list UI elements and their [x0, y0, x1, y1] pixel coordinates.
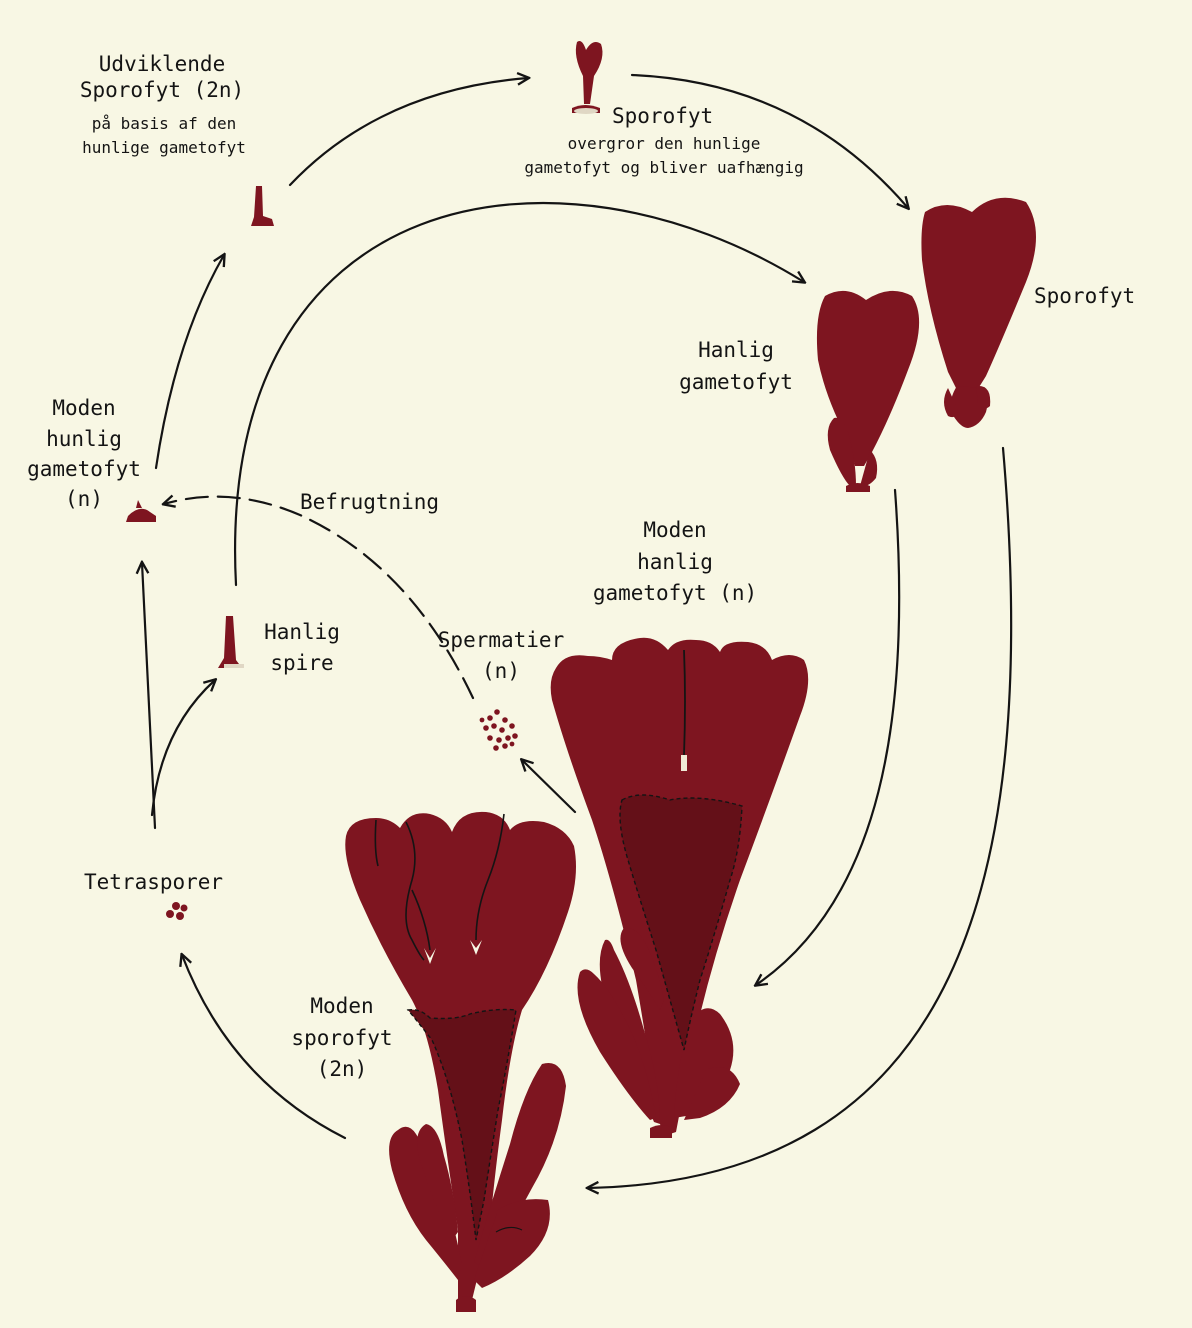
label-mature-female-2: hunlig: [14, 427, 154, 453]
label-male-sprout-2: spire: [254, 651, 350, 677]
label-mature-male-3: gametofyt (n): [578, 581, 772, 607]
label-spermatia-1: Spermatier: [428, 628, 574, 654]
label-male-sprout: Hanlig spire: [254, 620, 350, 676]
label-male-sprout-1: Hanlig: [254, 620, 350, 646]
label-mature-sporophyte-3: (2n): [280, 1057, 404, 1083]
label-developing-title-2: Sporofyt (2n): [60, 78, 264, 104]
label-sporophyte-right: Sporofyt: [1034, 284, 1154, 310]
label-developing-title-1: Udviklende: [90, 52, 234, 78]
tetraspores-dots: [166, 902, 188, 920]
label-sporophyte-top-subtitle: overgror den hunlige gametofyt og bliver…: [492, 132, 836, 180]
label-mature-sporophyte-2: sporofyt: [280, 1026, 404, 1052]
arrow-tetraspores-to-sprout: [152, 680, 215, 815]
label-mature-male-1: Moden: [578, 518, 772, 544]
male-sprout: [218, 616, 244, 668]
label-developing-sub-2: hunlige gametofyt: [58, 136, 270, 160]
mature-male-gametophyte-large: [551, 638, 809, 1138]
young-sporophyte-small: [572, 41, 602, 114]
label-male-gametophyte-2: gametofyt: [668, 370, 804, 396]
sporophyte-large-right: [921, 198, 1036, 428]
label-mature-female-1: Moden: [14, 396, 154, 422]
label-mature-sporophyte: Moden sporofyt (2n): [280, 994, 404, 1083]
developing-sporophyte-sprout: [251, 186, 274, 226]
label-mature-female-3: gametofyt: [14, 457, 154, 483]
label-fertilization: Befrugtning: [300, 490, 464, 516]
arrow-mature-to-spermatia: [522, 760, 575, 812]
spermatia-dots: [480, 709, 518, 751]
label-male-gametophyte: Hanlig gametofyt: [668, 338, 804, 395]
label-male-gametophyte-1: Hanlig: [668, 338, 804, 364]
label-tetraspores: Tetrasporer: [84, 870, 248, 896]
label-developing-sporophyte: Udviklende Sporofyt (2n): [90, 52, 234, 103]
arrow-female-to-developing: [156, 255, 224, 468]
label-sporophyte-top: Sporofyt: [612, 104, 732, 130]
label-sporophyte-sub-2: gametofyt og bliver uafhængig: [492, 156, 836, 180]
label-sporophyte-sub-1: overgror den hunlige: [492, 132, 836, 156]
label-spermatia: Spermatier (n): [428, 628, 574, 684]
arrow-tetraspores-to-female: [142, 563, 155, 828]
label-mature-sporophyte-1: Moden: [280, 994, 404, 1020]
label-mature-male-gametophyte: Moden hanlig gametofyt (n): [578, 518, 772, 607]
male-gametophyte: [817, 291, 919, 492]
label-spermatia-2: (n): [428, 659, 574, 685]
label-developing-subtitle: på basis af den hunlige gametofyt: [58, 112, 270, 160]
label-mature-female-gametophyte: Moden hunlig gametofyt (n): [14, 396, 154, 512]
label-mature-female-4: (n): [14, 487, 154, 513]
label-developing-sub-1: på basis af den: [58, 112, 270, 136]
label-mature-male-2: hanlig: [578, 550, 772, 576]
